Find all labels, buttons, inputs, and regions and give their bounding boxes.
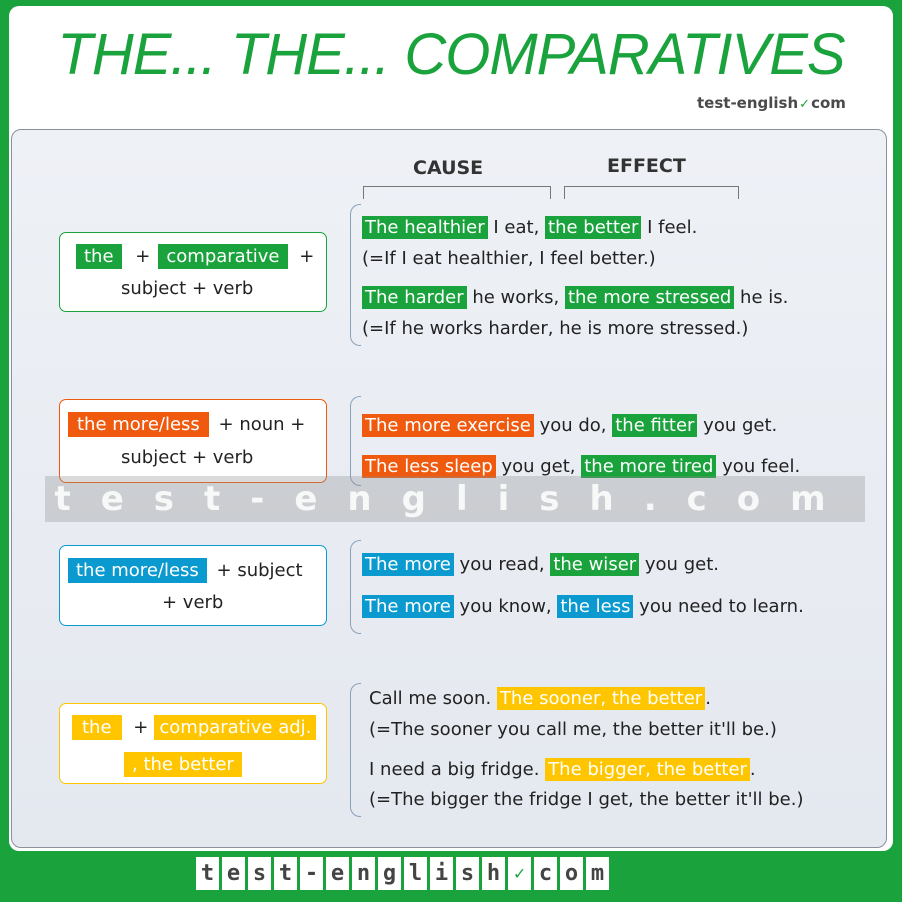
- rule-tag-more-less: the more/less: [68, 412, 209, 437]
- example-line: The more you know, the less you need to …: [362, 595, 804, 619]
- footer-logo-tile: t: [274, 857, 297, 890]
- effect-highlight: The bigger, the better: [545, 758, 750, 781]
- footer-logo-tile: e: [326, 857, 349, 890]
- footer-logo-tile: c: [534, 857, 557, 890]
- rule-plus: +: [133, 717, 149, 738]
- cause-highlight: The more exercise: [362, 414, 534, 437]
- logo-suffix: com: [811, 94, 846, 112]
- example-text: I feel.: [641, 217, 698, 238]
- example-text: you feel.: [716, 456, 801, 477]
- example-text: you get,: [495, 456, 582, 477]
- example-text: he works,: [466, 287, 565, 308]
- rule-text: + noun +: [218, 414, 306, 435]
- section-brace: [350, 204, 361, 346]
- footer-logo-tile: g: [378, 857, 401, 890]
- example-text: you do,: [533, 415, 613, 436]
- rule-plus: +: [135, 246, 151, 267]
- rule-verb: + verb: [162, 592, 224, 613]
- rule-text: + subject: [216, 560, 303, 581]
- footer-logo-tile: l: [404, 857, 427, 890]
- example-line: I need a big fridge. The bigger, the bet…: [369, 758, 756, 782]
- effect-header: EFFECT: [607, 155, 686, 177]
- section-brace: [350, 396, 361, 486]
- example-note: (=If I eat healthier, I feel better.): [362, 248, 656, 269]
- check-icon: ✓: [508, 857, 531, 890]
- footer-logo-tile: -: [300, 857, 323, 890]
- rule-box-more-less-noun: the more/less + noun + subject + verb: [59, 399, 327, 483]
- example-text: you get.: [697, 415, 778, 436]
- rule-tag-comparative-adj: comparative adj.: [154, 715, 317, 740]
- example-text: you get.: [639, 554, 719, 575]
- rule-plus: +: [299, 246, 315, 267]
- footer-logo-tile: o: [560, 857, 583, 890]
- rule-subject-verb: subject + verb: [121, 447, 254, 468]
- example-line: The healthier I eat, the better I feel.: [362, 216, 697, 240]
- cause-highlight: The less sleep: [362, 455, 496, 478]
- section-brace: [350, 683, 361, 817]
- effect-bracket: [564, 186, 739, 199]
- footer-logo-tile: h: [482, 857, 505, 890]
- check-icon: ✓: [799, 97, 811, 112]
- example-text: you need to learn.: [633, 596, 804, 617]
- footer-logo-tile: e: [222, 857, 245, 890]
- example-note: (=If he works harder, he is more stresse…: [362, 318, 749, 339]
- example-note: (=The bigger the fridge I get, the bette…: [369, 789, 804, 810]
- rule-box-comparative-adj: the +comparative adj. , the better: [59, 703, 327, 784]
- example-text: .: [749, 759, 756, 780]
- example-text: you read,: [453, 554, 551, 575]
- rule-tag-comparative: comparative: [158, 244, 288, 269]
- rule-tag-more-less: the more/less: [68, 558, 207, 583]
- effect-highlight: The sooner, the better: [496, 687, 706, 710]
- rule-tag-the: the: [76, 244, 122, 269]
- footer-logo-tile: t: [196, 857, 219, 890]
- cause-highlight: The more: [362, 553, 454, 576]
- effect-highlight: the more tired: [581, 455, 717, 478]
- example-text: Call me soon.: [369, 688, 497, 709]
- footer-logo-tile: i: [430, 857, 453, 890]
- effect-highlight: the wiser: [550, 553, 640, 576]
- cause-highlight: The harder: [362, 286, 467, 309]
- rule-tag-the-better: , the better: [124, 752, 242, 777]
- example-line: Call me soon. The sooner, the better.: [369, 687, 711, 711]
- example-text: he is.: [734, 287, 789, 308]
- example-line: The more exercise you do, the fitter you…: [362, 414, 777, 438]
- rule-tag-the: the: [72, 715, 122, 740]
- effect-highlight: the better: [545, 216, 642, 239]
- logo-text: test-english: [697, 94, 799, 112]
- cause-highlight: The more: [362, 595, 454, 618]
- watermark: test-english.com: [45, 476, 865, 522]
- footer-logo-tile: s: [456, 857, 479, 890]
- footer-logo-tile: s: [248, 857, 271, 890]
- example-line: The harder he works, the more stressed h…: [362, 286, 788, 310]
- rule-subject-verb: subject + verb: [121, 278, 254, 299]
- example-note: (=The sooner you call me, the better it'…: [369, 719, 777, 740]
- footer-logo-tile: m: [586, 857, 609, 890]
- rule-box-more-less-subject: the more/less + subject + verb: [59, 545, 327, 626]
- footer-logo-tile: n: [352, 857, 375, 890]
- effect-highlight: the less: [557, 595, 634, 618]
- example-text: .: [705, 688, 711, 709]
- rule-box-comparative: the + comparative + subject + verb: [59, 232, 327, 312]
- example-text: I need a big fridge.: [369, 759, 546, 780]
- example-text: I eat,: [487, 217, 546, 238]
- example-line: The more you read, the wiser you get.: [362, 553, 719, 577]
- site-logo: test-english✓com: [697, 94, 846, 112]
- page-title: THE... THE... COMPARATIVES: [57, 22, 845, 87]
- section-brace: [350, 540, 361, 634]
- cause-header: CAUSE: [413, 157, 484, 179]
- effect-highlight: the more stressed: [564, 286, 735, 309]
- cause-bracket: [363, 186, 551, 199]
- example-text: you know,: [453, 596, 558, 617]
- example-line: The less sleep you get, the more tired y…: [362, 455, 800, 479]
- effect-highlight: the fitter: [612, 414, 698, 437]
- cause-highlight: The healthier: [362, 216, 488, 239]
